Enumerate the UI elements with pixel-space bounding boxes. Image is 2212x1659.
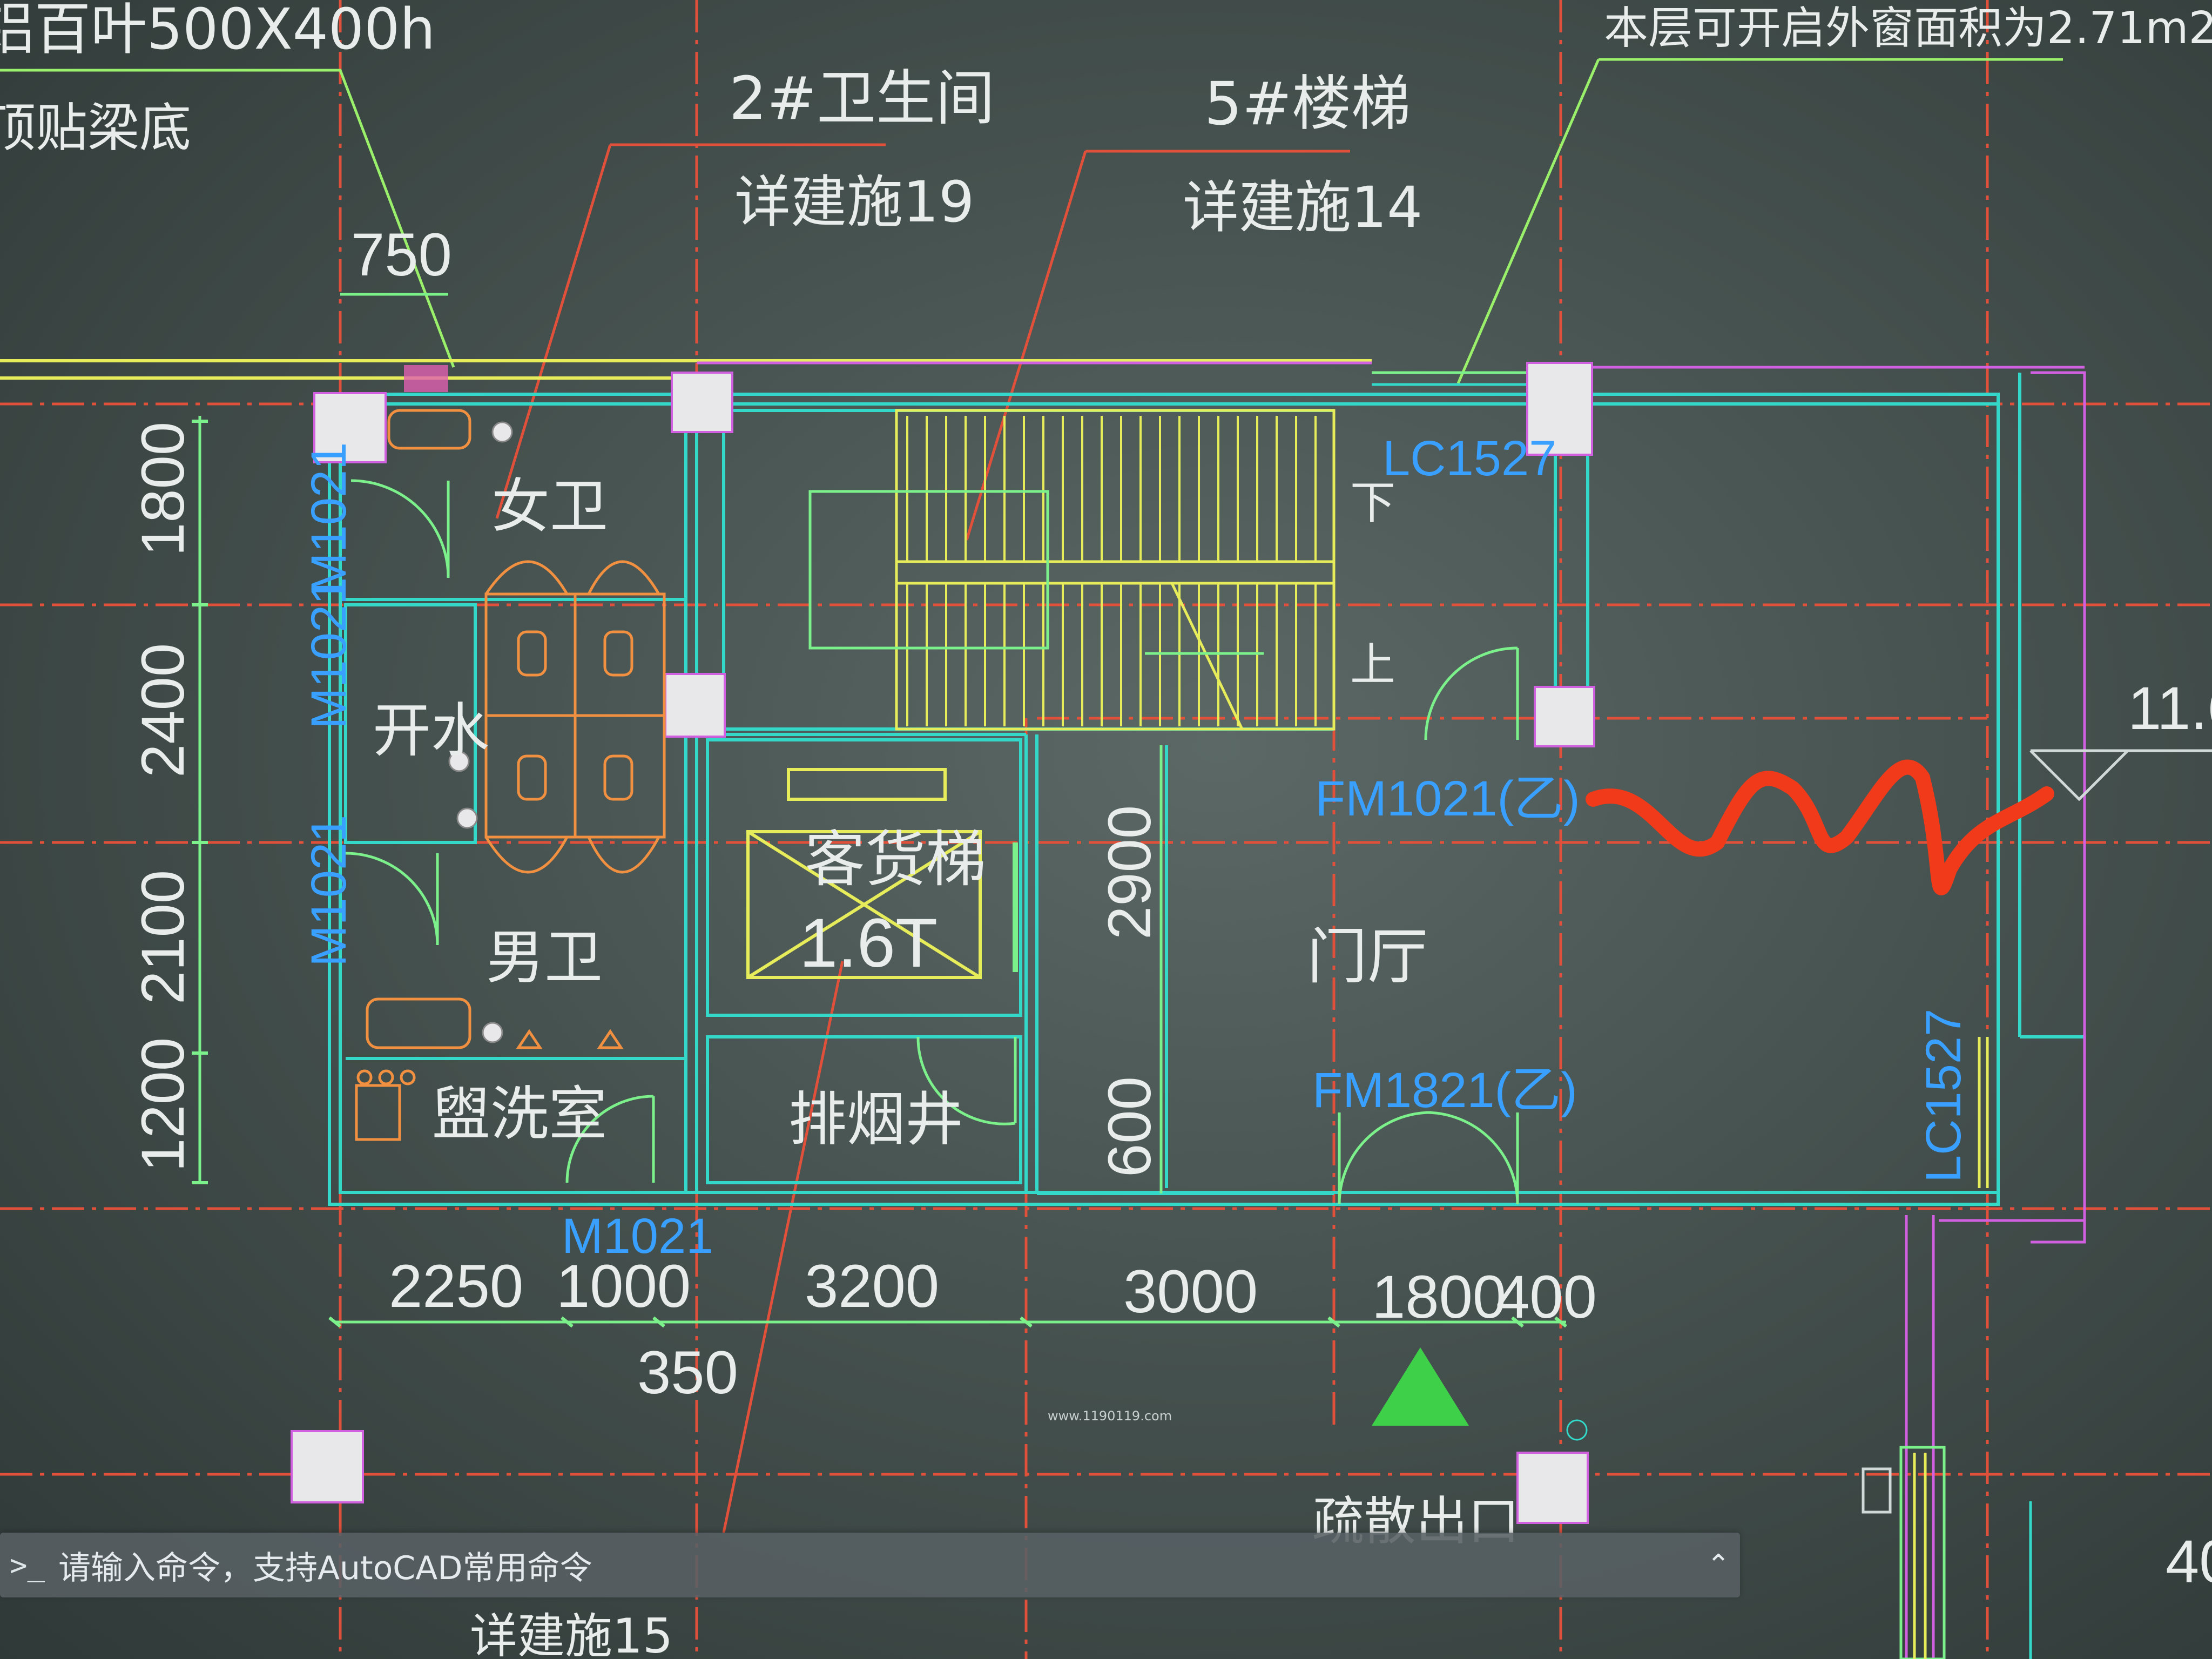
bottom-right-number: 40	[2166, 1528, 2212, 1595]
chevron-up-icon[interactable]: ⌃	[1707, 1549, 1730, 1581]
room-boiling-water: 开水	[373, 697, 489, 765]
dim-left-4: 1200	[129, 1037, 197, 1172]
dim-top-750: 750	[351, 221, 452, 288]
command-prompt-icon: >_	[10, 1548, 45, 1582]
stair-callout-ref: 详建施14	[1183, 174, 1422, 240]
window-area-note: 本层可开启外窗面积为2.71m2	[1604, 3, 2212, 54]
door-label-fm1021: FM1021(乙)	[1315, 771, 1580, 826]
stair	[895, 409, 1336, 731]
window-label-lc1527-right: LC1527	[1916, 1009, 1971, 1183]
stair-down-label: 下	[1350, 476, 1395, 529]
dim-bottom-5: 1800	[1372, 1263, 1506, 1331]
room-elevator: 客货梯	[805, 825, 986, 895]
leader-lines	[495, 143, 1350, 1533]
door-label-m1021-d: M1021	[562, 1209, 713, 1264]
dim-left-1: 1800	[129, 422, 197, 556]
stair-up-label: 上	[1350, 638, 1395, 691]
door-window-labels: M1021 M1021 M1021 M1021 FM1021(乙) FM1821…	[301, 431, 1971, 1264]
door-label-m1021-a: M1021	[301, 577, 356, 729]
bottom-callout-ref: 详建施15	[470, 1608, 673, 1659]
columns	[291, 362, 1595, 1524]
elevator-load: 1.6T	[799, 905, 938, 982]
toilet-fixtures	[355, 409, 666, 1141]
room-washroom: 盥洗室	[432, 1081, 607, 1148]
dim-bottom-6: 400	[1496, 1263, 1597, 1331]
dim-350: 350	[637, 1339, 738, 1406]
stair-callout-title: 5#楼梯	[1204, 69, 1411, 138]
louver-band	[0, 359, 2085, 392]
room-men-toilet: 男卫	[486, 924, 603, 992]
dim-bottom-2: 1000	[556, 1252, 691, 1320]
window-label-lc1527-top: LC1527	[1382, 431, 1556, 486]
door-label-m1021-c: M1021	[301, 815, 356, 967]
command-input[interactable]: 请输入命令，支持AutoCAD常用命令	[58, 1549, 592, 1587]
dim-2900: 2900	[1096, 805, 1163, 940]
watermark-text: www.1190119.com	[1048, 1408, 1172, 1424]
louver-note: 铝百叶500X400h	[0, 0, 435, 62]
room-lobby: 门厅	[1307, 922, 1428, 992]
exit-arrow-icon	[1372, 1347, 1469, 1426]
level-mark-icon	[2029, 749, 2212, 801]
dim-left-2: 2400	[129, 643, 197, 778]
room-smoke-shaft: 排烟井	[788, 1086, 963, 1154]
door-label-m1021-b: M1021	[301, 442, 356, 594]
command-bar[interactable]: >_ 请输入命令，支持AutoCAD常用命令 ⌃	[0, 1533, 1740, 1597]
red-annotation-scribble	[1586, 759, 2054, 895]
toilet-callout-title: 2#卫生间	[729, 64, 995, 133]
toilet-callout-ref: 详建施19	[734, 169, 974, 235]
door-label-fm1821: FM1821(乙)	[1312, 1063, 1577, 1118]
door-swings	[345, 479, 1519, 1205]
elevator-car	[746, 768, 982, 979]
dim-600: 600	[1096, 1076, 1163, 1177]
dim-bottom-4: 3000	[1123, 1258, 1258, 1325]
room-women-toilet: 女卫	[491, 473, 608, 541]
dimension-lines	[198, 293, 1566, 1324]
beam-note: 顶贴梁底	[0, 98, 191, 158]
dim-bottom-1: 2250	[389, 1252, 523, 1320]
dim-bottom-3: 3200	[805, 1252, 939, 1320]
level-value: 11.6	[2128, 675, 2212, 742]
dim-left-3: 2100	[129, 870, 197, 1004]
